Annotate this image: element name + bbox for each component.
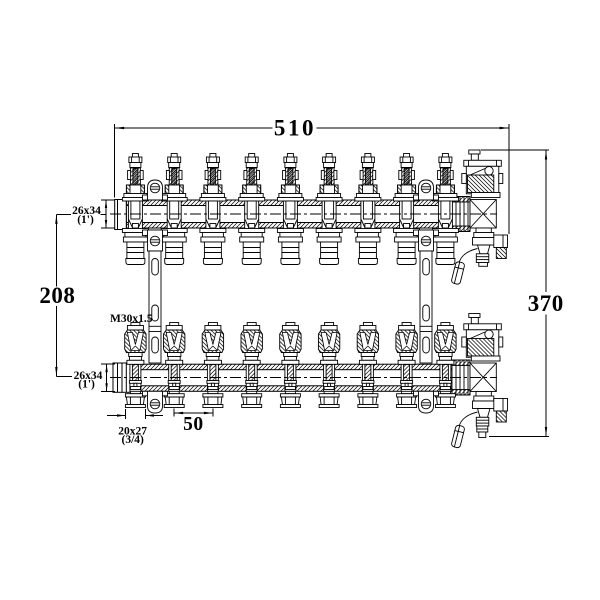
svg-text:510: 510 [274, 116, 316, 141]
svg-text:50: 50 [183, 414, 204, 435]
svg-text:26x34: 26x34 [74, 370, 103, 382]
svg-text:M30x1.5: M30x1.5 [110, 313, 153, 325]
svg-text:(3/4): (3/4) [122, 434, 145, 446]
svg-text:370: 370 [528, 291, 564, 316]
svg-text:(1'): (1') [77, 214, 94, 226]
svg-text:26x34: 26x34 [72, 205, 101, 217]
svg-text:20x27: 20x27 [118, 426, 147, 438]
svg-text:208: 208 [39, 283, 75, 308]
svg-text:(1'): (1') [78, 379, 95, 391]
